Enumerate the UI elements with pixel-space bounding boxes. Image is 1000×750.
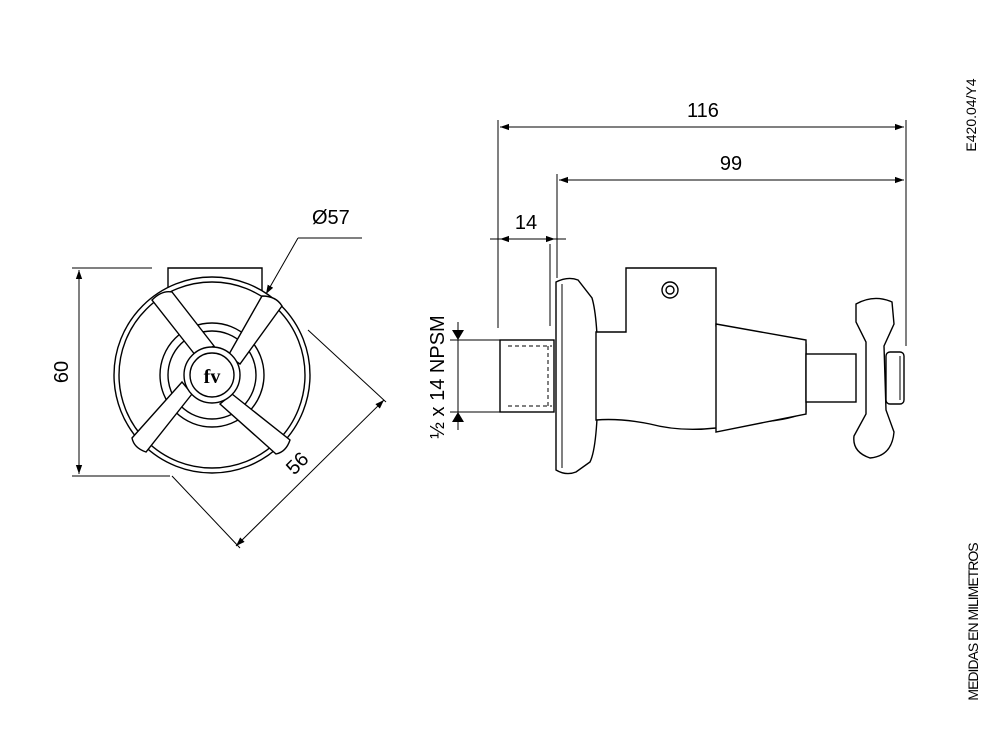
dim-body-length: 99	[720, 153, 742, 175]
side-view: 116 99 14 ½ x 14 NPSM	[427, 100, 907, 475]
fv-logo: fv	[204, 366, 221, 388]
dim-overall-length: 116	[687, 100, 719, 122]
dim-front-diameter: Ø57	[312, 207, 350, 229]
front-view: fv 60 Ø57 56	[51, 207, 387, 549]
units-note: MEDIDAS EN MILIMETROS	[965, 543, 981, 701]
dim-front-height: 60	[51, 361, 73, 383]
dim-spout-length: 14	[515, 212, 537, 234]
drawing-code: E420.04/Y4	[963, 78, 979, 151]
thread-spec: ½ x 14 NPSM	[427, 315, 449, 438]
